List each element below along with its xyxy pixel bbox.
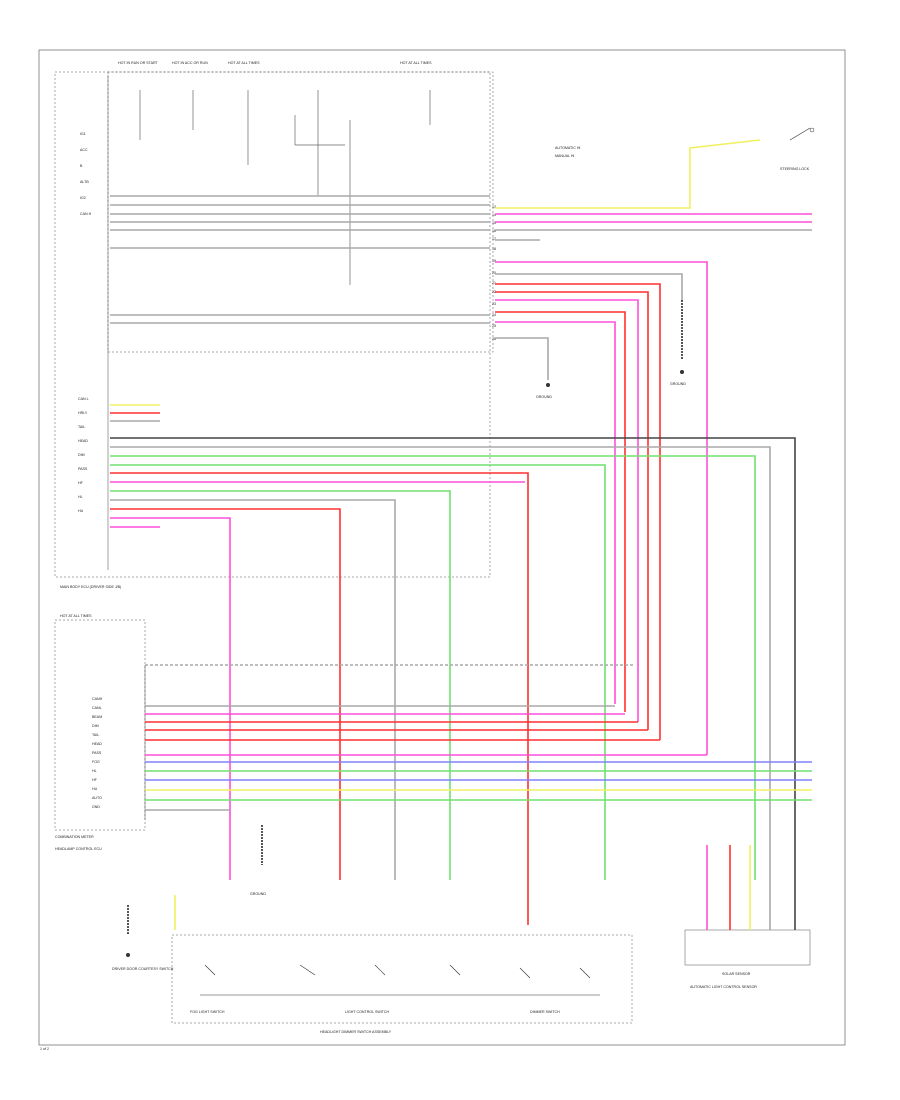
svg-text:DIMMER SWITCH: DIMMER SWITCH (530, 1010, 560, 1014)
svg-text:AUTOMATIC LIGHT CONTROL SENSOR: AUTOMATIC LIGHT CONTROL SENSOR (690, 985, 757, 989)
main-pin-label-5: CAN H (80, 212, 92, 216)
svg-text:22: 22 (492, 290, 496, 294)
connector-down-wires (495, 261, 708, 755)
svg-text:MANUAL HI: MANUAL HI (555, 154, 574, 158)
solar-sensor-box (684, 929, 811, 966)
header-labels: HOT IN RUN OR START HOT IN ACC OR RUN HO… (40, 61, 810, 1051)
diagram-frame (38, 49, 846, 1046)
meter-pin-label-12: GND (92, 805, 100, 809)
svg-text:16: 16 (492, 229, 496, 233)
svg-text:HOT AT ALL TIMES: HOT AT ALL TIMES (228, 61, 260, 65)
meter-pin-label-2: BEAM (92, 715, 102, 719)
main-pin-label-lower-8: HU (78, 509, 84, 513)
svg-text:DRIVER DOOR COURTESY SWITCH: DRIVER DOOR COURTESY SWITCH (112, 967, 174, 971)
svg-text:STEERING LOCK: STEERING LOCK (780, 167, 810, 171)
left-colored-wires (110, 404, 796, 925)
main-pin-label-lower-2: TAIL (78, 425, 85, 429)
svg-text:13: 13 (492, 205, 496, 209)
meter-pin-label-1: CANL (92, 706, 102, 710)
svg-text:HEADLAMP CONTROL ECU: HEADLAMP CONTROL ECU (55, 847, 102, 851)
switch-symbols (200, 964, 600, 996)
svg-text:SOLAR SENSOR: SOLAR SENSOR (722, 972, 751, 976)
svg-text:1 of 2: 1 of 2 (40, 1047, 49, 1051)
svg-text:25: 25 (492, 324, 496, 328)
meter-pin-labels: CANH CANL BEAM DIM TAIL HEAD PASS FOG HL HF HU AUTO… (92, 697, 103, 809)
svg-text:26: 26 (492, 337, 496, 341)
svg-text:HOT IN RUN OR START: HOT IN RUN OR START (118, 61, 159, 65)
meter-pin-label-0: CANH (92, 697, 103, 701)
main-pin-label-1: ACC (80, 148, 88, 152)
svg-text:14: 14 (492, 213, 496, 217)
meter-pin-label-3: DIM (92, 724, 99, 728)
svg-text:20: 20 (492, 271, 496, 275)
svg-text:15: 15 (492, 221, 496, 225)
svg-text:23: 23 (492, 302, 496, 306)
sensor-wires (706, 845, 796, 930)
svg-text:18: 18 (492, 247, 496, 251)
main-ecu-internal-wires (139, 90, 431, 285)
main-pin-label-4: IG2 (80, 196, 86, 200)
meter-pin-label-9: HF (92, 778, 98, 782)
svg-text:HOT IN ACC OR RUN: HOT IN ACC OR RUN (172, 61, 208, 65)
meter-box (54, 619, 146, 831)
meter-pin-label-11: AUTO (92, 796, 102, 800)
main-pin-label-lower-4: DIM (78, 453, 85, 457)
driver-door-switch: DRIVER DOOR COURTESY SWITCH (112, 895, 176, 971)
ground-1: GROUND (670, 300, 686, 386)
meter-pin-label-10: HU (92, 787, 98, 791)
main-ecu-box (54, 71, 491, 578)
svg-text:COMBINATION METER: COMBINATION METER (55, 835, 94, 839)
switch-contact (809, 127, 815, 133)
meter-wires (145, 664, 812, 811)
ground-2: GROUND (536, 383, 552, 399)
meter-pin-label-8: HL (92, 769, 97, 773)
main-pin-label-0: IG1 (80, 132, 86, 136)
switch-blade (789, 127, 811, 141)
svg-text:HOT AT ALL TIMES: HOT AT ALL TIMES (400, 61, 432, 65)
ground-3: GROUND (250, 825, 266, 896)
main-pin-label-lower-3: HEAD (78, 439, 88, 443)
svg-text:MAIN BODY ECU (DRIVER SIDE J/B: MAIN BODY ECU (DRIVER SIDE J/B) (60, 585, 121, 589)
gray-bus-wires (110, 195, 490, 324)
meter-pin-label-4: TAIL (92, 733, 99, 737)
main-pin-label-lower-0: CAN L (78, 397, 89, 401)
main-pin-label-lower-7: HL (78, 495, 83, 499)
svg-text:AUTOMATIC HI: AUTOMATIC HI (555, 146, 580, 150)
svg-text:21: 21 (492, 281, 496, 285)
meter-pin-label-7: FOG (92, 760, 100, 764)
meter-pin-label-5: HEAD (92, 742, 102, 746)
svg-text:24: 24 (492, 313, 496, 317)
main-ecu-top-box (107, 71, 494, 353)
connector-labels: 13 14 15 16 17 18 19 20 21 22 23 24 25 2… (492, 205, 496, 341)
svg-text:GROUND: GROUND (670, 382, 686, 386)
svg-text:17: 17 (492, 237, 496, 241)
svg-text:GROUND: GROUND (250, 892, 266, 896)
svg-text:GROUND: GROUND (536, 395, 552, 399)
main-pin-label-lower-1: HRLY (78, 411, 88, 415)
svg-text:HEADLIGHT DIMMER SWITCH ASSEMB: HEADLIGHT DIMMER SWITCH ASSEMBLY (320, 1030, 392, 1034)
main-pin-label-3: ALTB (80, 180, 89, 184)
svg-text:FOG LIGHT SWITCH: FOG LIGHT SWITCH (190, 1010, 225, 1014)
meter-pin-label-6: PASS (92, 751, 102, 755)
yellow-wire-steering (495, 139, 761, 209)
svg-text:19: 19 (492, 259, 496, 263)
svg-text:HOT AT ALL TIMES: HOT AT ALL TIMES (60, 614, 92, 618)
switch-assembly-box (171, 934, 633, 1024)
main-pin-label-2: B (80, 164, 83, 168)
svg-text:LIGHT CONTROL SWITCH: LIGHT CONTROL SWITCH (345, 1010, 390, 1014)
pink-wires-right (495, 213, 812, 223)
main-pin-label-lower-6: HF (78, 481, 84, 485)
main-pin-label-lower-5: PASS (78, 467, 88, 471)
